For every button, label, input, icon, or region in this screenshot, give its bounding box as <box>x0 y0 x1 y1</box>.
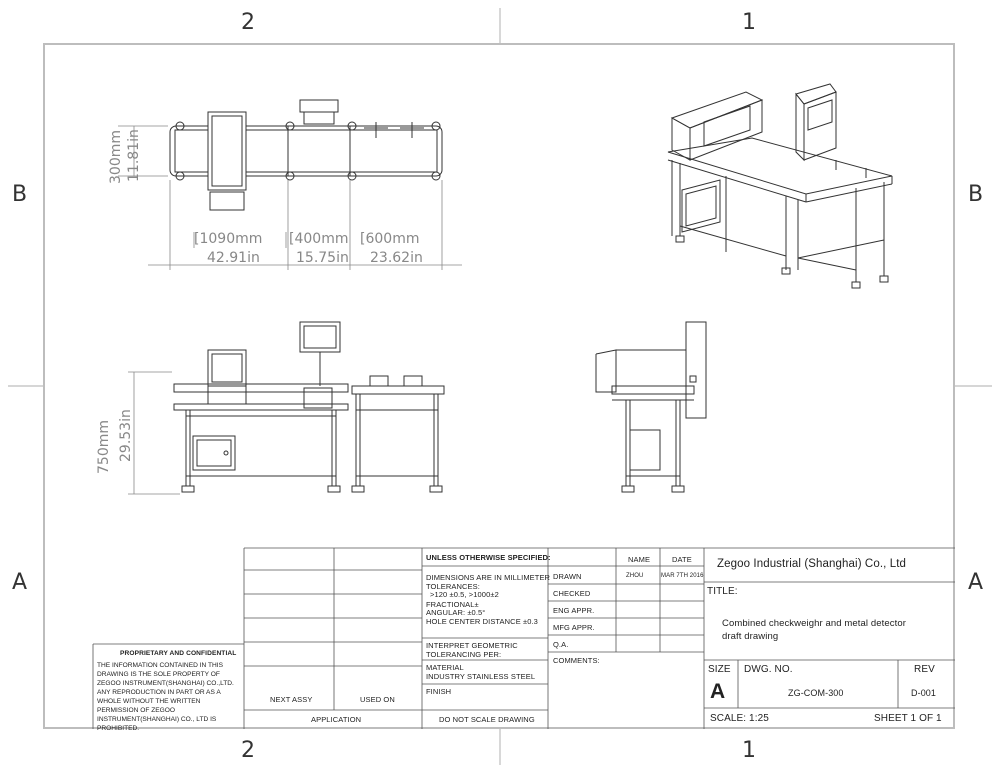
dims-in-mm: DIMENSIONS ARE IN MILLIMETER <box>426 573 551 582</box>
dim-top-width-mm: 300mm <box>108 130 124 184</box>
eng-appr-label: ENG APPR. <box>553 606 595 615</box>
dim-seg1-mm: [1090mm <box>194 231 263 247</box>
drawing-title-line2: draft drawing <box>722 631 779 642</box>
tolerance-values: >120 ±0.5, >1000±2 <box>430 590 499 599</box>
dim-seg2-in: 15.75in <box>296 250 349 266</box>
drawn-label: DRAWN <box>553 572 582 581</box>
material-label: MATERIAL <box>426 663 464 672</box>
dwg-no-label: DWG. NO. <box>744 664 793 675</box>
zone-bottom-2: 2 <box>241 738 255 763</box>
date-header: DATE <box>672 555 692 564</box>
zone-right-a: A <box>968 570 984 595</box>
material-value: INDUSTRY STAINLESS STEEL <box>426 672 536 681</box>
checked-label: CHECKED <box>553 589 591 598</box>
application-label: APPLICATION <box>311 715 362 724</box>
dim-seg3-in: 23.62in <box>370 250 423 266</box>
drawn-name: ZHOU <box>626 573 644 579</box>
zone-bottom-1: 1 <box>742 738 756 763</box>
top-view <box>169 99 443 211</box>
name-header: NAME <box>628 555 651 564</box>
finish-label: FINISH <box>426 687 452 696</box>
rev-label: REV <box>914 664 935 675</box>
size-label: SIZE <box>708 664 731 675</box>
dim-seg3-mm: [600mm <box>360 231 420 247</box>
top-view-dimension-lines <box>118 125 462 270</box>
drawn-date: MAR 7TH 2016 <box>661 573 704 579</box>
dim-height-mm: 750mm <box>96 420 112 474</box>
zone-left-a: A <box>12 570 28 595</box>
next-assy-label: NEXT ASSY <box>270 695 313 704</box>
size-value: A <box>710 680 726 703</box>
dim-top-width-in: 11.81in <box>126 129 142 182</box>
title-block-grid <box>92 547 955 729</box>
do-not-scale: DO NOT SCALE DRAWING <box>439 715 535 724</box>
side-view <box>595 321 707 493</box>
qa-label: Q.A. <box>553 640 569 649</box>
zone-left-b: B <box>12 182 28 207</box>
title-label: TITLE: <box>707 586 738 597</box>
proprietary-heading: PROPRIETARY AND CONFIDENTIAL <box>120 650 237 657</box>
drawing-title-line1: Combined checkweighr and metal detector <box>722 618 906 629</box>
used-on-label: USED ON <box>360 695 395 704</box>
comments-label: COMMENTS: <box>553 656 600 665</box>
rev-value: D-001 <box>911 688 937 698</box>
zone-top-1: 1 <box>742 10 756 35</box>
fractional-tolerance: FRACTIONAL± <box>426 600 479 609</box>
drawing-border <box>43 43 955 729</box>
front-view-dimension-lines <box>128 371 180 495</box>
zone-right-b: B <box>968 182 984 207</box>
sheet-label: SHEET 1 OF 1 <box>874 713 942 724</box>
dim-height-in: 29.53in <box>118 409 134 462</box>
dim-seg2-mm: [400mm <box>289 231 349 247</box>
hole-center-tolerance: HOLE CENTER DISTANCE ±0.3 <box>426 617 538 626</box>
front-view <box>173 321 445 493</box>
scale-label: SCALE: 1:25 <box>710 713 769 724</box>
dwg-no-value: ZG-COM-300 <box>788 688 844 698</box>
interpret-geometric: INTERPRET GEOMETRIC <box>426 641 518 650</box>
dim-seg1-in: 42.91in <box>207 250 260 266</box>
proprietary-body: THE INFORMATION CONTAINED IN THIS DRAWIN… <box>97 662 234 732</box>
isometric-view <box>667 83 893 289</box>
mfg-appr-label: MFG APPR. <box>553 623 595 632</box>
company-name: Zegoo Industrial (Shanghai) Co., Ltd <box>717 558 906 570</box>
zone-top-2: 2 <box>241 10 255 35</box>
zone-ticks <box>8 8 992 765</box>
angular-tolerance: ANGULAR: ±0.5° <box>426 608 486 617</box>
unless-specified: UNLESS OTHERWISE SPECIFIED: <box>426 553 551 562</box>
tolerances-label: TOLERANCES: <box>426 582 480 591</box>
tolerancing-per: TOLERANCING PER: <box>426 650 502 659</box>
